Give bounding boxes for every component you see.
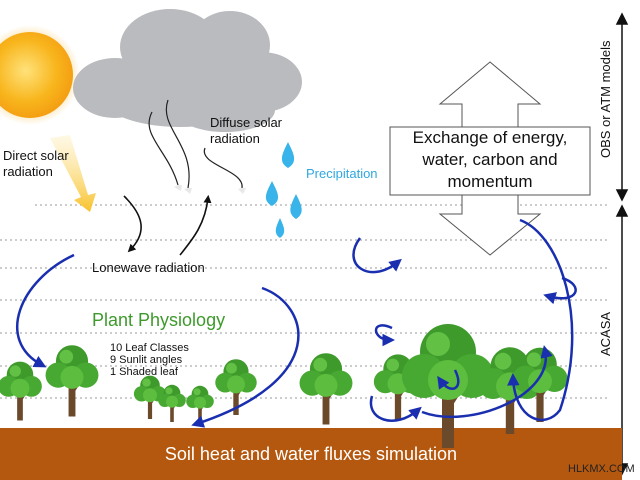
flux-arrows [15,218,577,428]
shaded-leaf-label: 1 Shaded leaf [110,366,178,378]
sun-icon [0,25,80,125]
sunlit-angles-label: 9 Sunlit angles [110,354,183,366]
plant-physiology-label: Plant Physiology [92,310,226,330]
watermark: HLKMX.COM [568,463,635,475]
longwave-arrows [123,194,212,256]
scale-arrows [615,12,629,476]
soil-band [0,428,622,480]
diffuse-radiation-arrows [148,99,243,189]
exchange-label: Exchange of energy, water, carbon and mo… [412,128,568,191]
cloud-icon [73,9,302,132]
obs-atm-label: OBS or ATM models [598,40,613,158]
leaf-classes-label: 10 Leaf Classes [110,342,189,354]
precipitation-label: Precipitation [306,166,378,181]
exchange-arrow [389,61,591,256]
soil-label: Soil heat and water fluxes simulation [164,444,458,464]
acasa-label: ACASA [598,311,613,356]
direct-radiation-label: Direct solar radiation [3,148,69,179]
longwave-label: Lonewave radiation [92,260,205,275]
raindrop-icon [265,142,302,238]
direct-radiation-arrow [50,135,96,212]
diffuse-radiation-label: Diffuse solar radiation [210,115,283,146]
